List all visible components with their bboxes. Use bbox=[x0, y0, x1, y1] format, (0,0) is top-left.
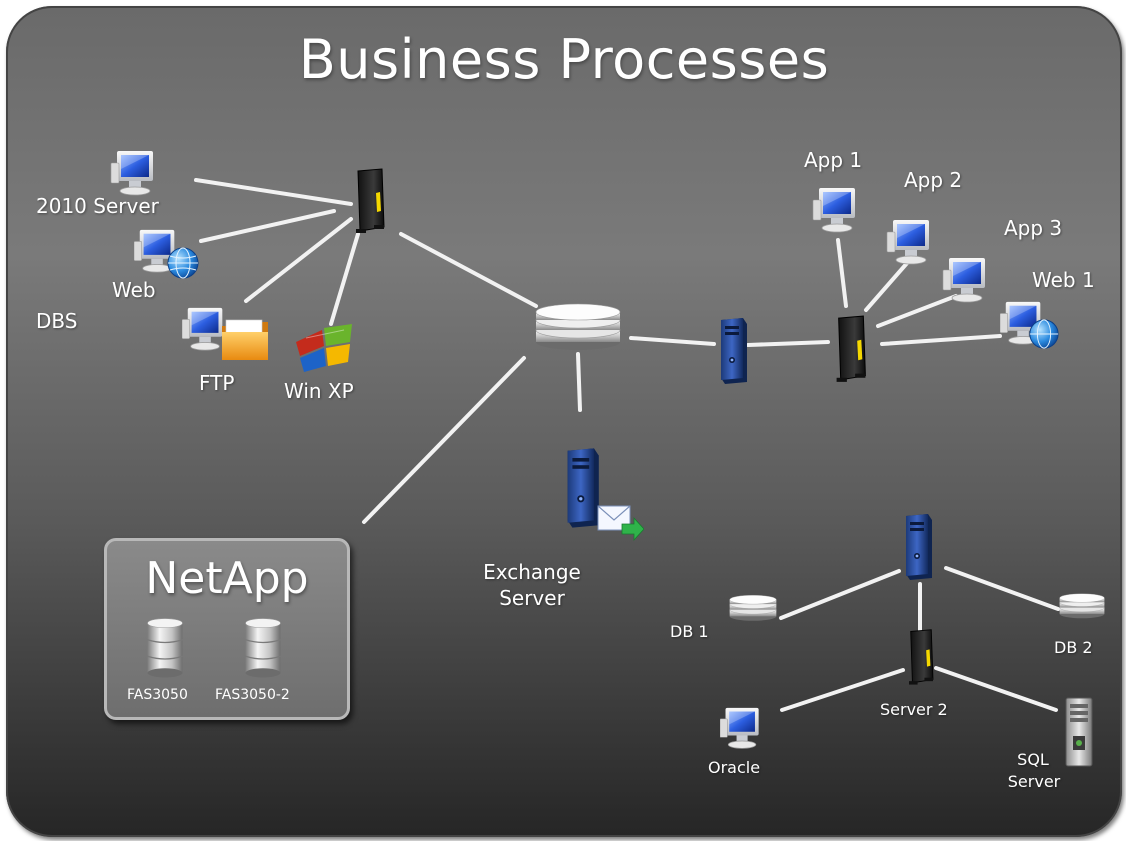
page-title: Business Processes bbox=[298, 28, 830, 91]
storage-disk-icon[interactable] bbox=[533, 302, 623, 352]
monitor-icon[interactable] bbox=[942, 256, 994, 306]
tower-server-icon[interactable] bbox=[713, 316, 753, 386]
netapp-title: NetApp bbox=[145, 553, 309, 604]
label-exchange-line1: Exchange bbox=[483, 560, 581, 584]
label-db2: DB 2 bbox=[1054, 638, 1093, 657]
label-db1: DB 1 bbox=[670, 622, 709, 641]
label-dbs: DBS bbox=[36, 309, 78, 333]
link-ftp-router bbox=[244, 217, 353, 303]
label-fas3050-2: FAS3050-2 bbox=[215, 687, 290, 703]
label-2010-server: 2010 Server bbox=[36, 194, 159, 218]
link-app2-router2 bbox=[864, 260, 910, 312]
windows-logo-icon[interactable] bbox=[292, 324, 356, 374]
connection-lines bbox=[194, 178, 1060, 712]
monitor-icon[interactable] bbox=[886, 218, 938, 268]
link-tower-db1 bbox=[779, 569, 901, 620]
link-tower-db2 bbox=[944, 566, 1060, 611]
label-winxp: Win XP bbox=[284, 379, 354, 403]
globe-icon bbox=[1029, 319, 1059, 349]
label-app3: App 3 bbox=[1004, 216, 1063, 240]
mail-icon bbox=[597, 505, 644, 542]
monitor-icon[interactable] bbox=[110, 149, 162, 199]
label-sql-line2: Server bbox=[1007, 772, 1061, 791]
router-icon[interactable] bbox=[901, 628, 941, 688]
label-sql-line1: SQL bbox=[1017, 750, 1049, 769]
label-ftp: FTP bbox=[199, 371, 235, 395]
label-fas3050: FAS3050 bbox=[127, 687, 188, 703]
globe-icon bbox=[167, 247, 199, 279]
database-cylinder-icon[interactable] bbox=[240, 615, 286, 681]
link-server2-sql bbox=[934, 666, 1058, 712]
link-hub-netapp bbox=[362, 356, 526, 524]
label-web1: Web 1 bbox=[1032, 268, 1095, 292]
storage-disk-icon[interactable] bbox=[728, 592, 778, 624]
link-router-hub bbox=[399, 232, 538, 308]
link-hub-tower bbox=[629, 336, 716, 346]
database-cylinder-icon[interactable] bbox=[142, 615, 188, 681]
netapp-group: NetApp FAS3050 FAS3050-2 bbox=[104, 538, 350, 720]
label-app1: App 1 bbox=[804, 148, 863, 172]
router-icon[interactable] bbox=[828, 314, 874, 386]
router-icon[interactable] bbox=[350, 166, 390, 238]
label-web: Web bbox=[112, 278, 156, 302]
tower-server-icon[interactable] bbox=[1062, 696, 1096, 768]
link-server2-oracle bbox=[780, 668, 905, 712]
link-app3-router2 bbox=[876, 294, 958, 328]
storage-disk-icon[interactable] bbox=[1058, 590, 1106, 622]
tower-server-icon[interactable] bbox=[898, 512, 938, 582]
link-web-router bbox=[199, 209, 336, 243]
link-hub-exchange bbox=[576, 352, 582, 412]
link-winxp-router bbox=[329, 232, 360, 326]
folder-icon bbox=[222, 319, 268, 360]
link-tower-router2 bbox=[746, 340, 830, 347]
label-app2: App 2 bbox=[904, 168, 963, 192]
label-oracle: Oracle bbox=[708, 758, 761, 777]
link-2010-router bbox=[194, 178, 353, 206]
diagram-canvas: Business Processes 2010 Server bbox=[6, 6, 1122, 837]
link-web1-router2 bbox=[880, 334, 1002, 346]
label-server2: Server 2 bbox=[880, 700, 948, 719]
link-app1-router2 bbox=[836, 238, 848, 308]
label-exchange-line2: Server bbox=[499, 586, 565, 610]
monitor-icon[interactable] bbox=[812, 186, 864, 236]
monitor-icon[interactable] bbox=[720, 706, 766, 752]
